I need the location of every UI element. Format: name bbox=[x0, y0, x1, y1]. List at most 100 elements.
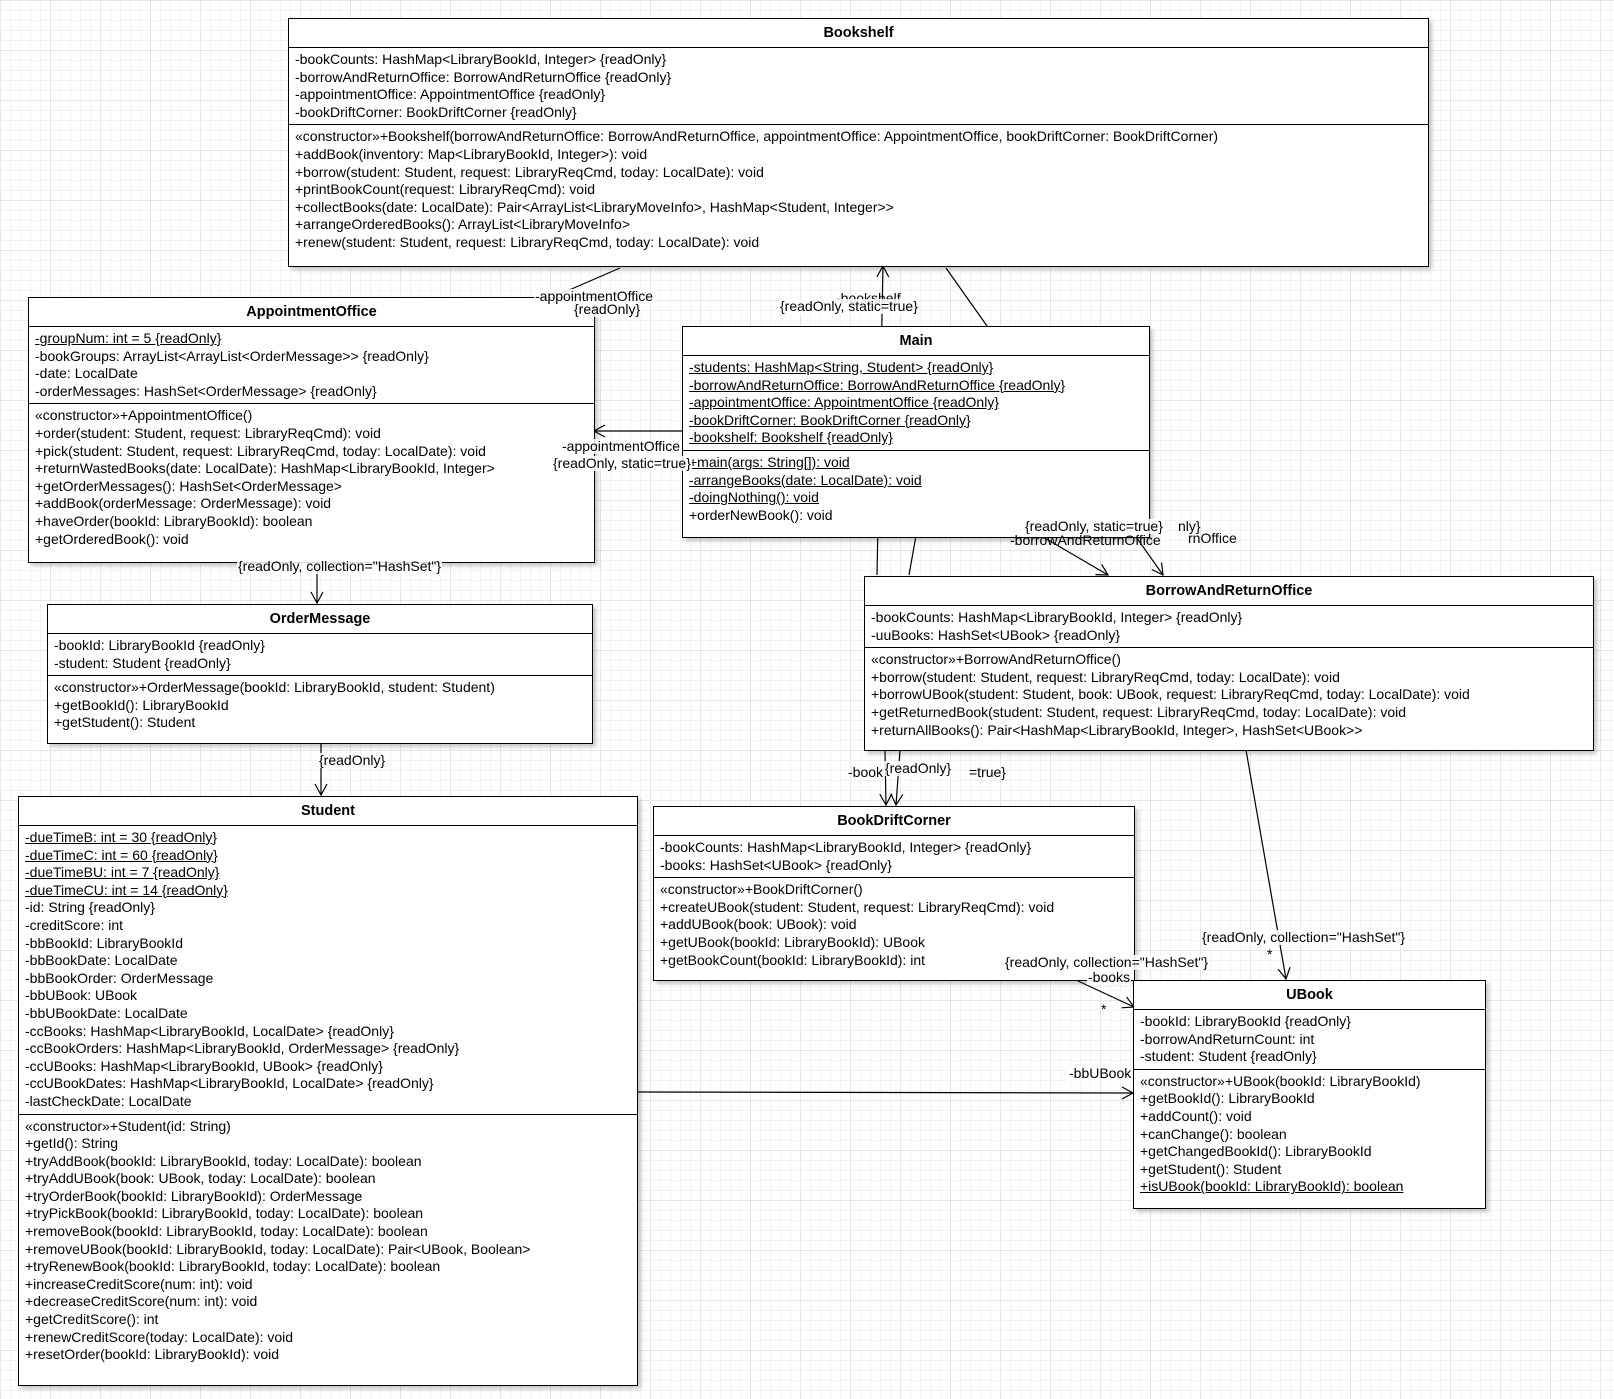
edge-main-borrowandreturnoffice[interactable] bbox=[1042, 536, 1110, 576]
attribute: -ccBooks: HashMap<LibraryBookId, LocalDa… bbox=[25, 1022, 394, 1039]
operation: +isUBook(bookId: LibraryBookId): boolean bbox=[1140, 1178, 1404, 1195]
attribute: -borrowAndReturnOffice: BorrowAndReturnO… bbox=[295, 68, 672, 85]
class-order-message[interactable]: OrderMessage -bookId: LibraryBookId {rea… bbox=[47, 604, 593, 744]
operation: «constructor»+Bookshelf(borrowAndReturnO… bbox=[295, 128, 1219, 145]
edge-label-readonly-static-borrow: {readOnly, static=true} bbox=[1024, 518, 1164, 534]
edge-label-readonly-fragment: nly} bbox=[1178, 518, 1201, 534]
attribute: -bbBookOrder: OrderMessage bbox=[25, 969, 214, 986]
operation: +getUBook(bookId: LibraryBookId): UBook bbox=[660, 933, 925, 950]
operation: +getBookId(): LibraryBookId bbox=[54, 696, 229, 713]
edge-label-borrow-return-fragment: rnOffice bbox=[1188, 530, 1237, 546]
attribute: -uuBooks: HashSet<UBook> {readOnly} bbox=[871, 626, 1121, 643]
class-bookshelf[interactable]: Bookshelf -bookCounts: HashMap<LibraryBo… bbox=[288, 18, 1429, 267]
operation: +getBookId(): LibraryBookId bbox=[1140, 1090, 1315, 1107]
operation: +canChange(): boolean bbox=[1140, 1125, 1287, 1142]
operation: +tryRenewBook(bookId: LibraryBookId, tod… bbox=[25, 1258, 441, 1275]
class-appointment-office[interactable]: AppointmentOffice -groupNum: int = 5 {re… bbox=[28, 297, 595, 563]
attribute: -groupNum: int = 5 {readOnly} bbox=[35, 330, 222, 346]
operation: +pick(student: Student, request: Library… bbox=[35, 442, 486, 459]
class-ubook[interactable]: UBook -bookId: LibraryBookId {readOnly}-… bbox=[1133, 980, 1486, 1209]
attributes-section: -bookCounts: HashMap<LibraryBookId, Inte… bbox=[289, 48, 1428, 124]
attribute: -bookDriftCorner: BookDriftCorner {readO… bbox=[295, 103, 577, 120]
attribute: -bookId: LibraryBookId {readOnly} bbox=[1140, 1013, 1351, 1029]
operation: «constructor»+AppointmentOffice() bbox=[35, 407, 253, 424]
operation: +getBookCount(bookId: LibraryBookId): in… bbox=[660, 951, 925, 968]
operations-section: «constructor»+BorrowAndReturnOffice()+bo… bbox=[865, 647, 1593, 742]
attribute: -orderMessages: HashSet<OrderMessage> {r… bbox=[35, 382, 377, 399]
attribute: -dueTimeC: int = 60 {readOnly} bbox=[25, 846, 218, 863]
operation: +getStudent(): Student bbox=[1140, 1160, 1282, 1177]
operation: +increaseCreditScore(num: int): void bbox=[25, 1275, 253, 1292]
class-name: AppointmentOffice bbox=[29, 298, 594, 327]
class-name: Main bbox=[683, 327, 1149, 356]
class-name: Student bbox=[19, 797, 637, 826]
operation: +haveOrder(bookId: LibraryBookId): boole… bbox=[35, 512, 313, 529]
operations-section: «constructor»+AppointmentOffice()+order(… bbox=[29, 403, 594, 551]
operation: +removeUBook(bookId: LibraryBookId, toda… bbox=[25, 1240, 531, 1257]
attribute: -bookCounts: HashMap<LibraryBookId, Inte… bbox=[871, 609, 1243, 625]
operation: «constructor»+Student(id: String) bbox=[25, 1117, 231, 1134]
attribute: -appointmentOffice: AppointmentOffice {r… bbox=[689, 394, 1000, 411]
attribute: -appointmentOffice: AppointmentOffice {r… bbox=[295, 86, 606, 103]
attribute: -bbUBookDate: LocalDate bbox=[25, 1004, 188, 1021]
edge-label-multiplicity-drift: * bbox=[1101, 1001, 1107, 1017]
operation: +borrow(student: Student, request: Libra… bbox=[295, 163, 764, 180]
attribute: -bookCounts: HashMap<LibraryBookId, Inte… bbox=[660, 839, 1032, 855]
edge-bookshelf-bookdriftcorner[interactable] bbox=[879, 749, 893, 807]
edge-label-readonly-static-main: {readOnly, static=true} bbox=[552, 455, 692, 471]
edge-student-ubook[interactable] bbox=[636, 1086, 1135, 1100]
edge-label-appointment-office-role-main: -appointmentOffice bbox=[561, 438, 682, 454]
edge-label-readonly-static: {readOnly, static=true} bbox=[779, 298, 919, 314]
attribute: -bookGroups: ArrayList<ArrayList<OrderMe… bbox=[35, 347, 429, 364]
operations-section: «constructor»+Student(id: String)+getId(… bbox=[19, 1113, 637, 1367]
attribute: -dueTimeCU: int = 14 {readOnly} bbox=[25, 881, 228, 898]
attributes-section: -dueTimeB: int = 30 {readOnly}-dueTimeC:… bbox=[19, 826, 637, 1114]
operation: +printBookCount(request: LibraryReqCmd):… bbox=[295, 181, 595, 198]
operation: -doingNothing(): void bbox=[689, 489, 819, 506]
edge-bookdriftcorner-ubook[interactable] bbox=[1077, 980, 1136, 1009]
attributes-section: -bookCounts: HashMap<LibraryBookId, Inte… bbox=[654, 836, 1134, 877]
class-main[interactable]: Main -students: HashMap<String, Student>… bbox=[682, 326, 1150, 538]
operation: +decreaseCreditScore(num: int): void bbox=[25, 1293, 258, 1310]
attributes-section: -bookId: LibraryBookId {readOnly}-studen… bbox=[48, 634, 592, 675]
edge-label-multiplicity-ubook: * bbox=[1267, 946, 1273, 962]
attributes-section: -bookCounts: HashMap<LibraryBookId, Inte… bbox=[865, 606, 1593, 647]
operation: +collectBooks(date: LocalDate): Pair<Arr… bbox=[295, 198, 894, 215]
attribute: -date: LocalDate bbox=[35, 365, 138, 382]
operation: +getId(): String bbox=[25, 1135, 118, 1152]
operation: +removeBook(bookId: LibraryBookId, today… bbox=[25, 1223, 428, 1240]
attribute: -borrowAndReturnCount: int bbox=[1140, 1030, 1315, 1047]
attributes-section: -groupNum: int = 5 {readOnly}-bookGroups… bbox=[29, 327, 594, 403]
attribute: -bbBookId: LibraryBookId bbox=[25, 934, 183, 951]
operation: +orderNewBook(): void bbox=[689, 506, 833, 523]
attribute: -bookDriftCorner: BookDriftCorner {readO… bbox=[689, 411, 971, 428]
edge-label-readonly-collection-drift: {readOnly, collection="HashSet"} bbox=[1004, 954, 1210, 970]
edge-label-borrow-return-role: -borrowAndReturnOffice bbox=[1010, 532, 1161, 548]
operation: +order(student: Student, request: Librar… bbox=[35, 424, 381, 441]
operation: +returnAllBooks(): Pair<HashMap<LibraryB… bbox=[871, 721, 1363, 738]
operation: +addBook(inventory: Map<LibraryBookId, I… bbox=[295, 145, 648, 162]
operation: +getOrderMessages(): HashSet<OrderMessag… bbox=[35, 477, 342, 494]
edge-label-books-role: -books bbox=[1087, 969, 1132, 985]
operation: +renewCreditScore(today: LocalDate): voi… bbox=[25, 1328, 294, 1345]
class-student[interactable]: Student -dueTimeB: int = 30 {readOnly}-d… bbox=[18, 796, 638, 1386]
edge-main-bookdriftcorner[interactable] bbox=[890, 749, 904, 807]
class-book-drift-corner[interactable]: BookDriftCorner -bookCounts: HashMap<Lib… bbox=[653, 806, 1135, 981]
attribute: -bookId: LibraryBookId {readOnly} bbox=[54, 637, 265, 653]
class-name: OrderMessage bbox=[48, 605, 592, 634]
class-name: BorrowAndReturnOffice bbox=[865, 577, 1593, 606]
attribute: -bookshelf: Bookshelf {readOnly} bbox=[689, 429, 893, 446]
attribute: -dueTimeBU: int = 7 {readOnly} bbox=[25, 864, 220, 881]
operation: +returnWastedBooks(date: LocalDate): Has… bbox=[35, 460, 495, 477]
attribute: -ccUBookDates: HashMap<LibraryBookId, Lo… bbox=[25, 1075, 434, 1092]
attribute: -creditScore: int bbox=[25, 916, 124, 933]
attribute: -bbBookDate: LocalDate bbox=[25, 952, 178, 969]
class-borrow-and-return-office[interactable]: BorrowAndReturnOffice -bookCounts: HashM… bbox=[864, 576, 1594, 751]
attribute: -dueTimeB: int = 30 {readOnly} bbox=[25, 829, 218, 845]
attribute: -books: HashSet<UBook> {readOnly} bbox=[660, 856, 892, 873]
class-name: Bookshelf bbox=[289, 19, 1428, 48]
edge-label-readonly-order-student: {readOnly} bbox=[318, 752, 387, 768]
operation: +tryOrderBook(bookId: LibraryBookId): Or… bbox=[25, 1187, 363, 1204]
operations-section: «constructor»+BookDriftCorner()+createUB… bbox=[654, 877, 1134, 972]
attribute: -ccUBooks: HashMap<LibraryBookId, UBook>… bbox=[25, 1057, 383, 1074]
